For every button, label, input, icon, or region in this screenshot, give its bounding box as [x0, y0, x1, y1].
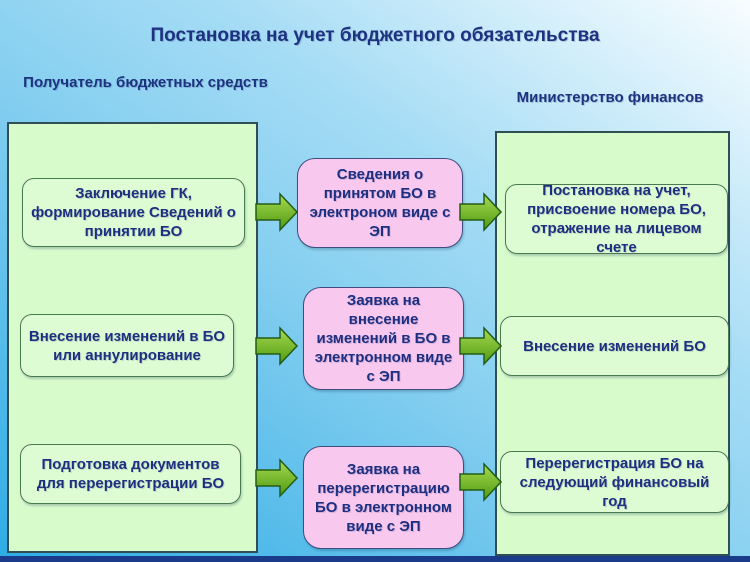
right-column-header: Министерство финансов: [516, 89, 704, 106]
bottom-bar: [0, 556, 750, 562]
right-box-row2: Внесение изменений БО: [500, 316, 729, 376]
middle-box-row3: Заявка на перерегистрацию БО в электронн…: [303, 446, 464, 549]
flow-arrow-icon: [459, 326, 503, 366]
right-box-row3: Перерегистрация БО на следующий финансов…: [500, 451, 729, 513]
right-box-row1: Постановка на учет, присвоение номера БО…: [505, 182, 728, 256]
flow-arrow-icon: [459, 462, 503, 502]
flow-arrow-icon: [255, 192, 299, 232]
left-box-row2: Внесение изменений в БО или аннулировани…: [20, 314, 234, 377]
flow-arrow-icon: [255, 326, 299, 366]
middle-box-row1: Сведения о принятом БО в электроном виде…: [297, 158, 463, 248]
flow-arrow-icon: [459, 192, 503, 232]
left-column-header: Получатель бюджетных средств: [23, 74, 268, 91]
middle-box-row2: Заявка на внесение изменений в БО в элек…: [303, 287, 464, 390]
page-title: Постановка на учет бюджетного обязательс…: [150, 25, 600, 46]
left-box-row3: Подготовка документов для перерегистраци…: [20, 444, 241, 504]
flow-arrow-icon: [255, 458, 299, 498]
left-box-row1: Заключение ГК, формирование Сведений о п…: [22, 178, 245, 247]
